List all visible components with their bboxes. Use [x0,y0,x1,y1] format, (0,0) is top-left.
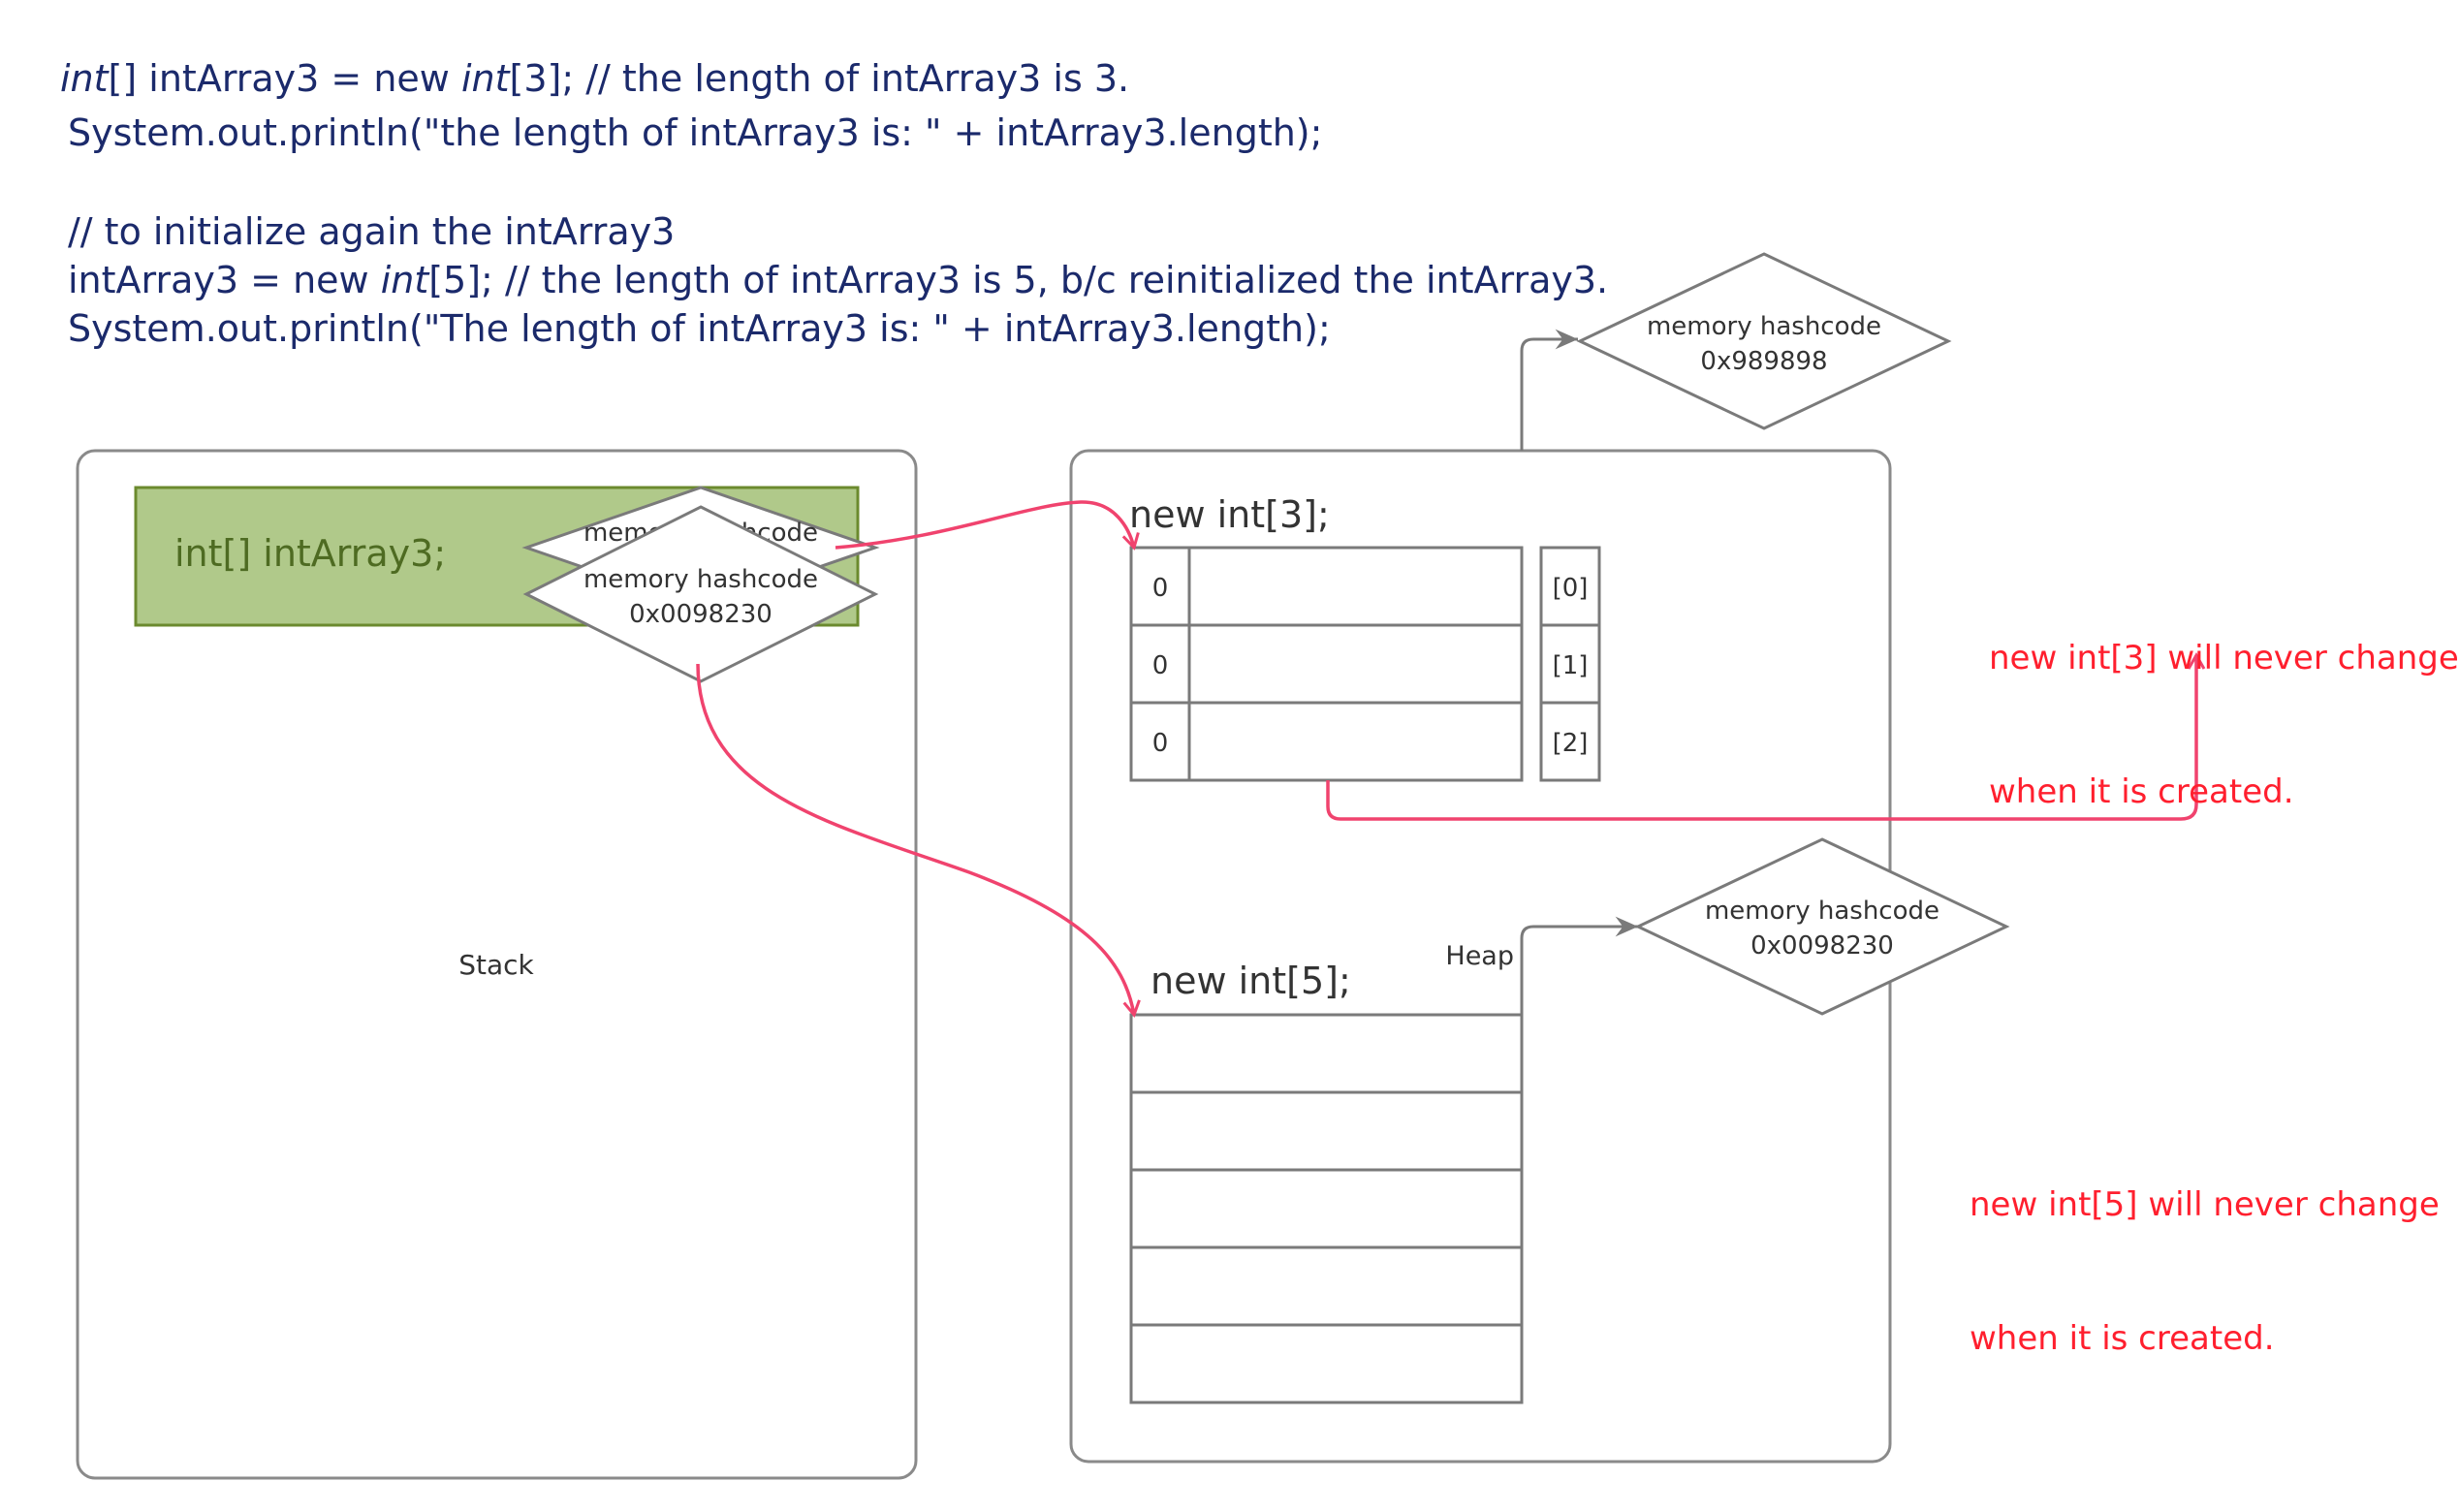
old-reference-arrow [835,500,1140,551]
code-token: int [60,57,109,100]
code-line-2: System.out.println("the length of intArr… [68,111,1323,154]
code-line-1: int[] intArray3 = new int[3]; // the len… [60,60,1129,97]
array3-hashcode-diamond [1576,252,1952,430]
array3-hash-value: 0x989898 [1700,347,1827,376]
reference-diamond [522,505,879,683]
array5-table [1129,1013,1524,1404]
array3-value: 0 [1152,574,1169,603]
note-line: when it is created. [1989,772,2294,811]
array3-title: new int[3]; [1129,493,1330,536]
note-pointer-arrow [1326,651,2206,821]
array3-hash-connector [1520,329,1578,451]
stack-label: Stack [458,949,534,981]
code-token: [3]; // the length of intArray3 is 3. [509,57,1130,100]
array3-index: [0] [1553,574,1589,603]
stack-container [76,449,918,1480]
array5-hashcode-diamond [1634,837,2010,1016]
reference-value: 0x0098230 [629,600,772,629]
array3-index: [2] [1553,729,1589,758]
reference-title: memory hashcode [583,565,818,594]
array5-hash-connector [1520,916,1638,1402]
code-line-4: intArray3 = new int[5]; // the length of… [68,262,1608,299]
array3-table [1129,546,1524,782]
array3-hash-title: memory hashcode [1647,312,1881,341]
note-line: new int[5] will never change [1970,1185,2440,1224]
code-line-5: System.out.println("The length of intArr… [68,307,1331,350]
note-line: new int[3] will never change [1989,639,2459,677]
heap-label: Heap [1445,941,1514,971]
stack-variable-label: int[] intArray3; [174,532,446,575]
array5-hash-title: memory hashcode [1705,897,1939,926]
array3-value: 0 [1152,651,1169,680]
code-token: [5]; // the length of intArray3 is 5, b/… [428,259,1609,301]
note-array3: new int[3] will never change when it is … [1989,547,2459,903]
array3-index-column [1539,546,1601,782]
note-line: when it is created. [1970,1319,2275,1358]
reference-arrow [696,663,1141,1018]
note-array5: new int[5] will never change when it is … [1970,1093,2440,1450]
code-token: int [380,259,429,301]
code-token: [] intArray3 = new [108,57,461,100]
code-line-3: // to initialize again the intArray3 [68,210,676,253]
array5-hash-value: 0x0098230 [1750,931,1894,961]
array5-title: new int[5]; [1151,960,1351,1002]
array3-value: 0 [1152,729,1169,758]
code-token: int [460,57,510,100]
code-token: intArray3 = new [68,259,381,301]
array3-index: [1] [1553,651,1589,680]
